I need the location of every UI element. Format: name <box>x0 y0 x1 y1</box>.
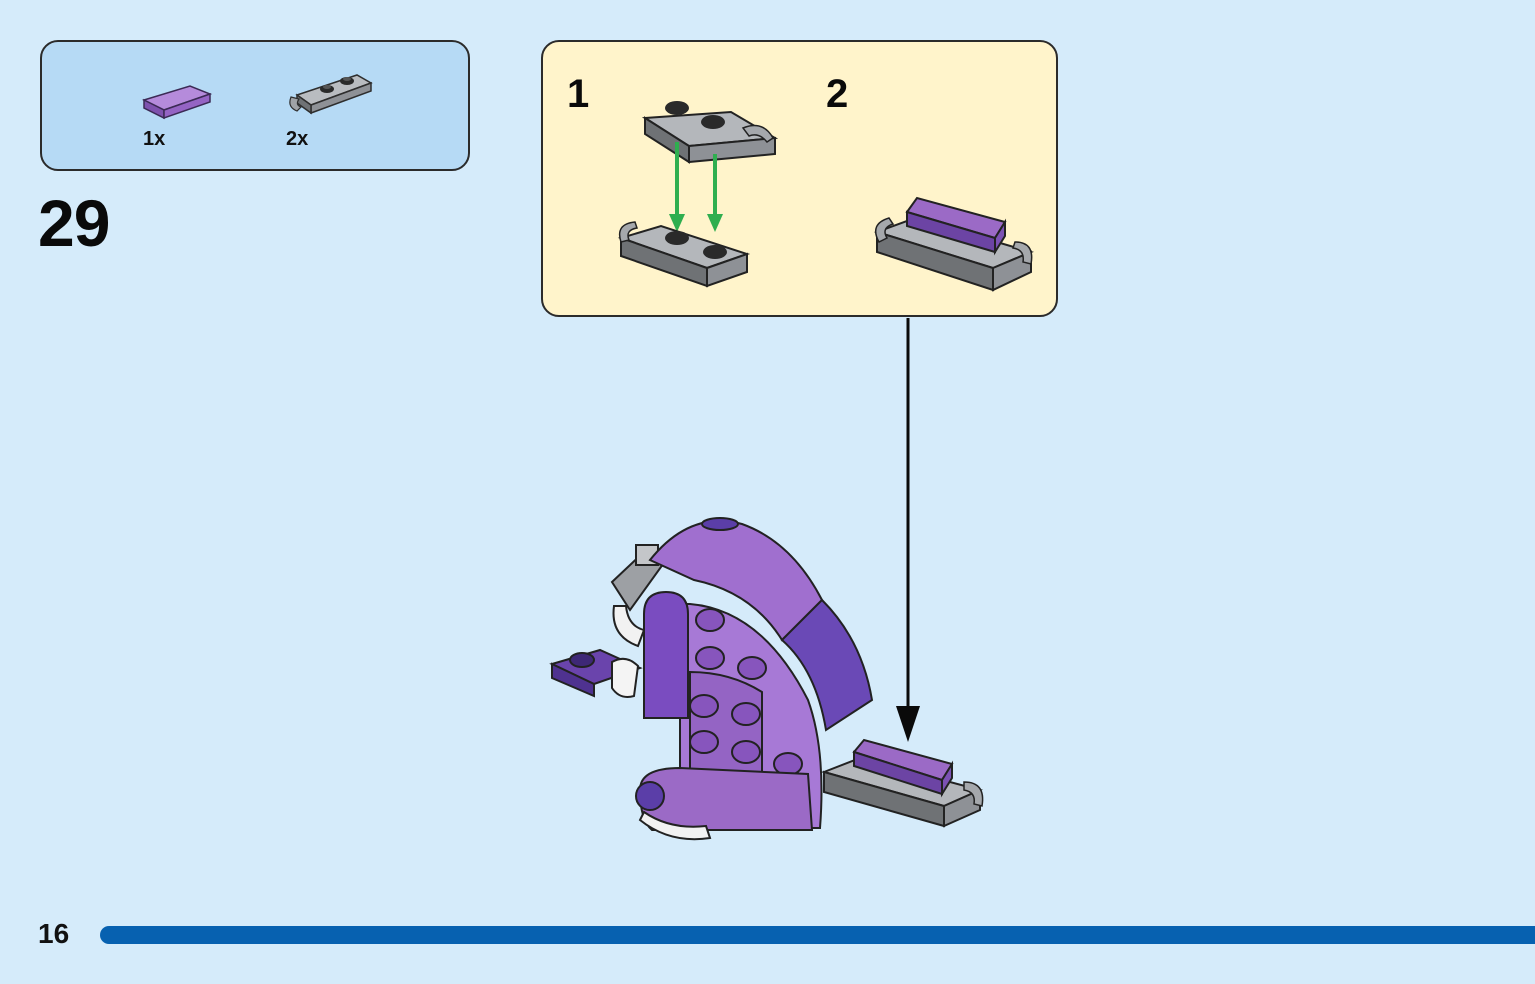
sub-step-2-illustration <box>873 196 1034 292</box>
gray-plate-top <box>641 101 779 164</box>
green-arrows <box>669 142 723 232</box>
sub-step-label-1: 1 <box>567 72 590 116</box>
purple-creature-model <box>549 517 874 841</box>
page-number: 16 <box>38 918 70 949</box>
part-qty-1: 1x <box>143 128 166 150</box>
sub-step-label-2: 2 <box>826 72 849 116</box>
gray-clip-plate-part <box>287 67 377 127</box>
purple-tile-part <box>142 80 212 125</box>
page-progress-bar <box>100 926 1535 944</box>
sub-assembly-box: 1 2 <box>541 40 1058 317</box>
gray-plate-bottom <box>617 221 751 288</box>
step-number: 29 <box>38 186 110 260</box>
callout-arrow <box>896 318 920 742</box>
part-qty-2: 2x <box>286 128 309 150</box>
attached-clip-plate <box>820 738 984 828</box>
sub-step-1-illustration <box>617 101 779 288</box>
parts-list-box: 1x 2x <box>40 40 470 171</box>
clip-plate-with-tile <box>873 196 1034 292</box>
